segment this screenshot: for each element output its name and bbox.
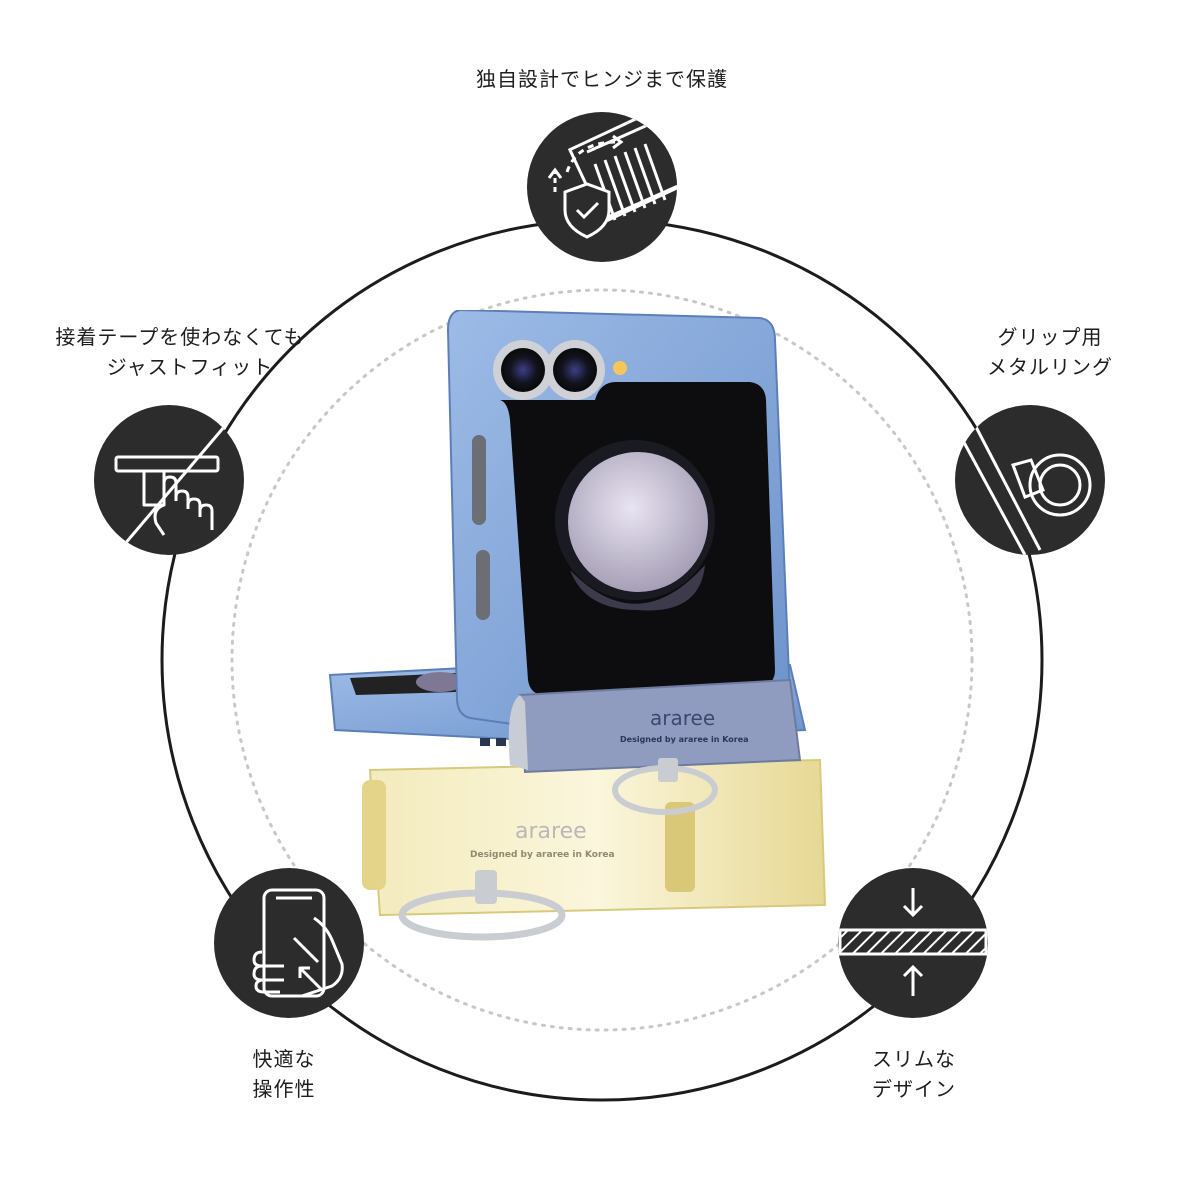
blue-phone-upright: araree Designed by araree in Korea [446, 310, 802, 815]
product-image: araree Designed by araree in Korea [320, 310, 840, 950]
slim-layer-icon [838, 868, 988, 1018]
metal-ring-icon [955, 405, 1105, 555]
hand-on-phone-icon [214, 868, 364, 1018]
no-tape-hand-icon [94, 405, 244, 555]
blue-brand-logo: araree [650, 706, 715, 730]
feature-hinge-label: 独自設計でヒンジまで保護 [476, 67, 728, 91]
cream-phone: araree Designed by araree in Korea [362, 758, 827, 941]
cream-brand-logo: araree [515, 819, 587, 844]
hinge-shield-icon [527, 112, 677, 262]
cream-tagline: Designed by araree in Korea [470, 850, 615, 860]
blue-tagline: Designed by araree in Korea [620, 735, 749, 744]
feature-slim-label: スリムな デザイン [872, 1047, 956, 1101]
dotted-inner-circle [230, 288, 974, 1032]
feature-adhesive-label: 接着テープを使わなくても ジャストフィット [55, 325, 305, 379]
feature-ring-label: グリップ用 メタルリング [987, 325, 1113, 379]
feature-grip-label: 快適な 操作性 [252, 1047, 316, 1101]
